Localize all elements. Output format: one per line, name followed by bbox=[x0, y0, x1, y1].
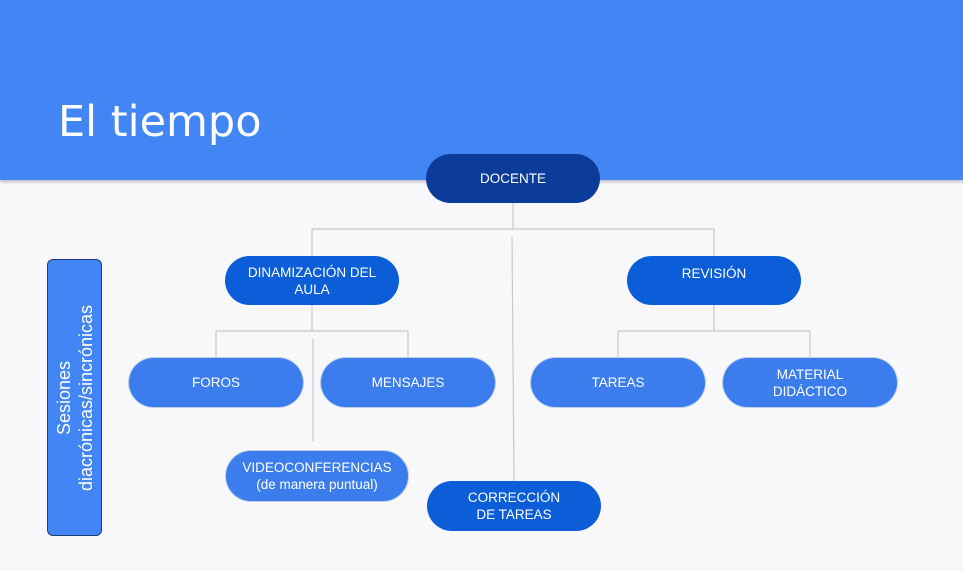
node-mensajes-label: MENSAJES bbox=[371, 375, 445, 390]
node-material-label: MATERIAL DIDÁCTICO bbox=[772, 366, 848, 399]
node-revision: REVISIÓN bbox=[627, 256, 801, 305]
node-videoconferencias-label: VIDEOCONFERENCIAS (de manera puntual) bbox=[242, 460, 392, 492]
node-correccion-de-tareas: CORRECCIÓN DE TAREAS bbox=[427, 481, 601, 531]
slide-title: El tiempo bbox=[58, 97, 262, 147]
node-videoconferencias: VIDEOCONFERENCIAS (de manera puntual) bbox=[226, 451, 408, 501]
node-mensajes: MENSAJES bbox=[321, 358, 495, 407]
node-dinamizacion-label: DINAMIZACIÓN DEL AULA bbox=[247, 264, 377, 297]
node-tareas-label: TAREAS bbox=[591, 375, 645, 390]
node-revision-label: REVISIÓN bbox=[681, 266, 747, 281]
side-label-text: Sesiones diacrónicas/sincrónicas bbox=[53, 304, 96, 491]
node-docente-label: DOCENTE bbox=[479, 171, 546, 186]
slide-header: El tiempo bbox=[0, 0, 963, 180]
node-dinamizacion-del-aula: DINAMIZACIÓN DEL AULA bbox=[225, 256, 399, 305]
node-correccion-label: CORRECCIÓN DE TAREAS bbox=[467, 490, 561, 522]
node-foros-label: FOROS bbox=[191, 375, 240, 390]
side-label-box: Sesiones diacrónicas/sincrónicas bbox=[47, 259, 102, 536]
node-material-didactico: MATERIAL DIDÁCTICO bbox=[723, 358, 897, 407]
node-tareas: TAREAS bbox=[531, 358, 705, 407]
node-foros: FOROS bbox=[129, 358, 303, 407]
node-docente: DOCENTE bbox=[426, 154, 600, 203]
connector-to-correccion bbox=[511, 236, 515, 482]
